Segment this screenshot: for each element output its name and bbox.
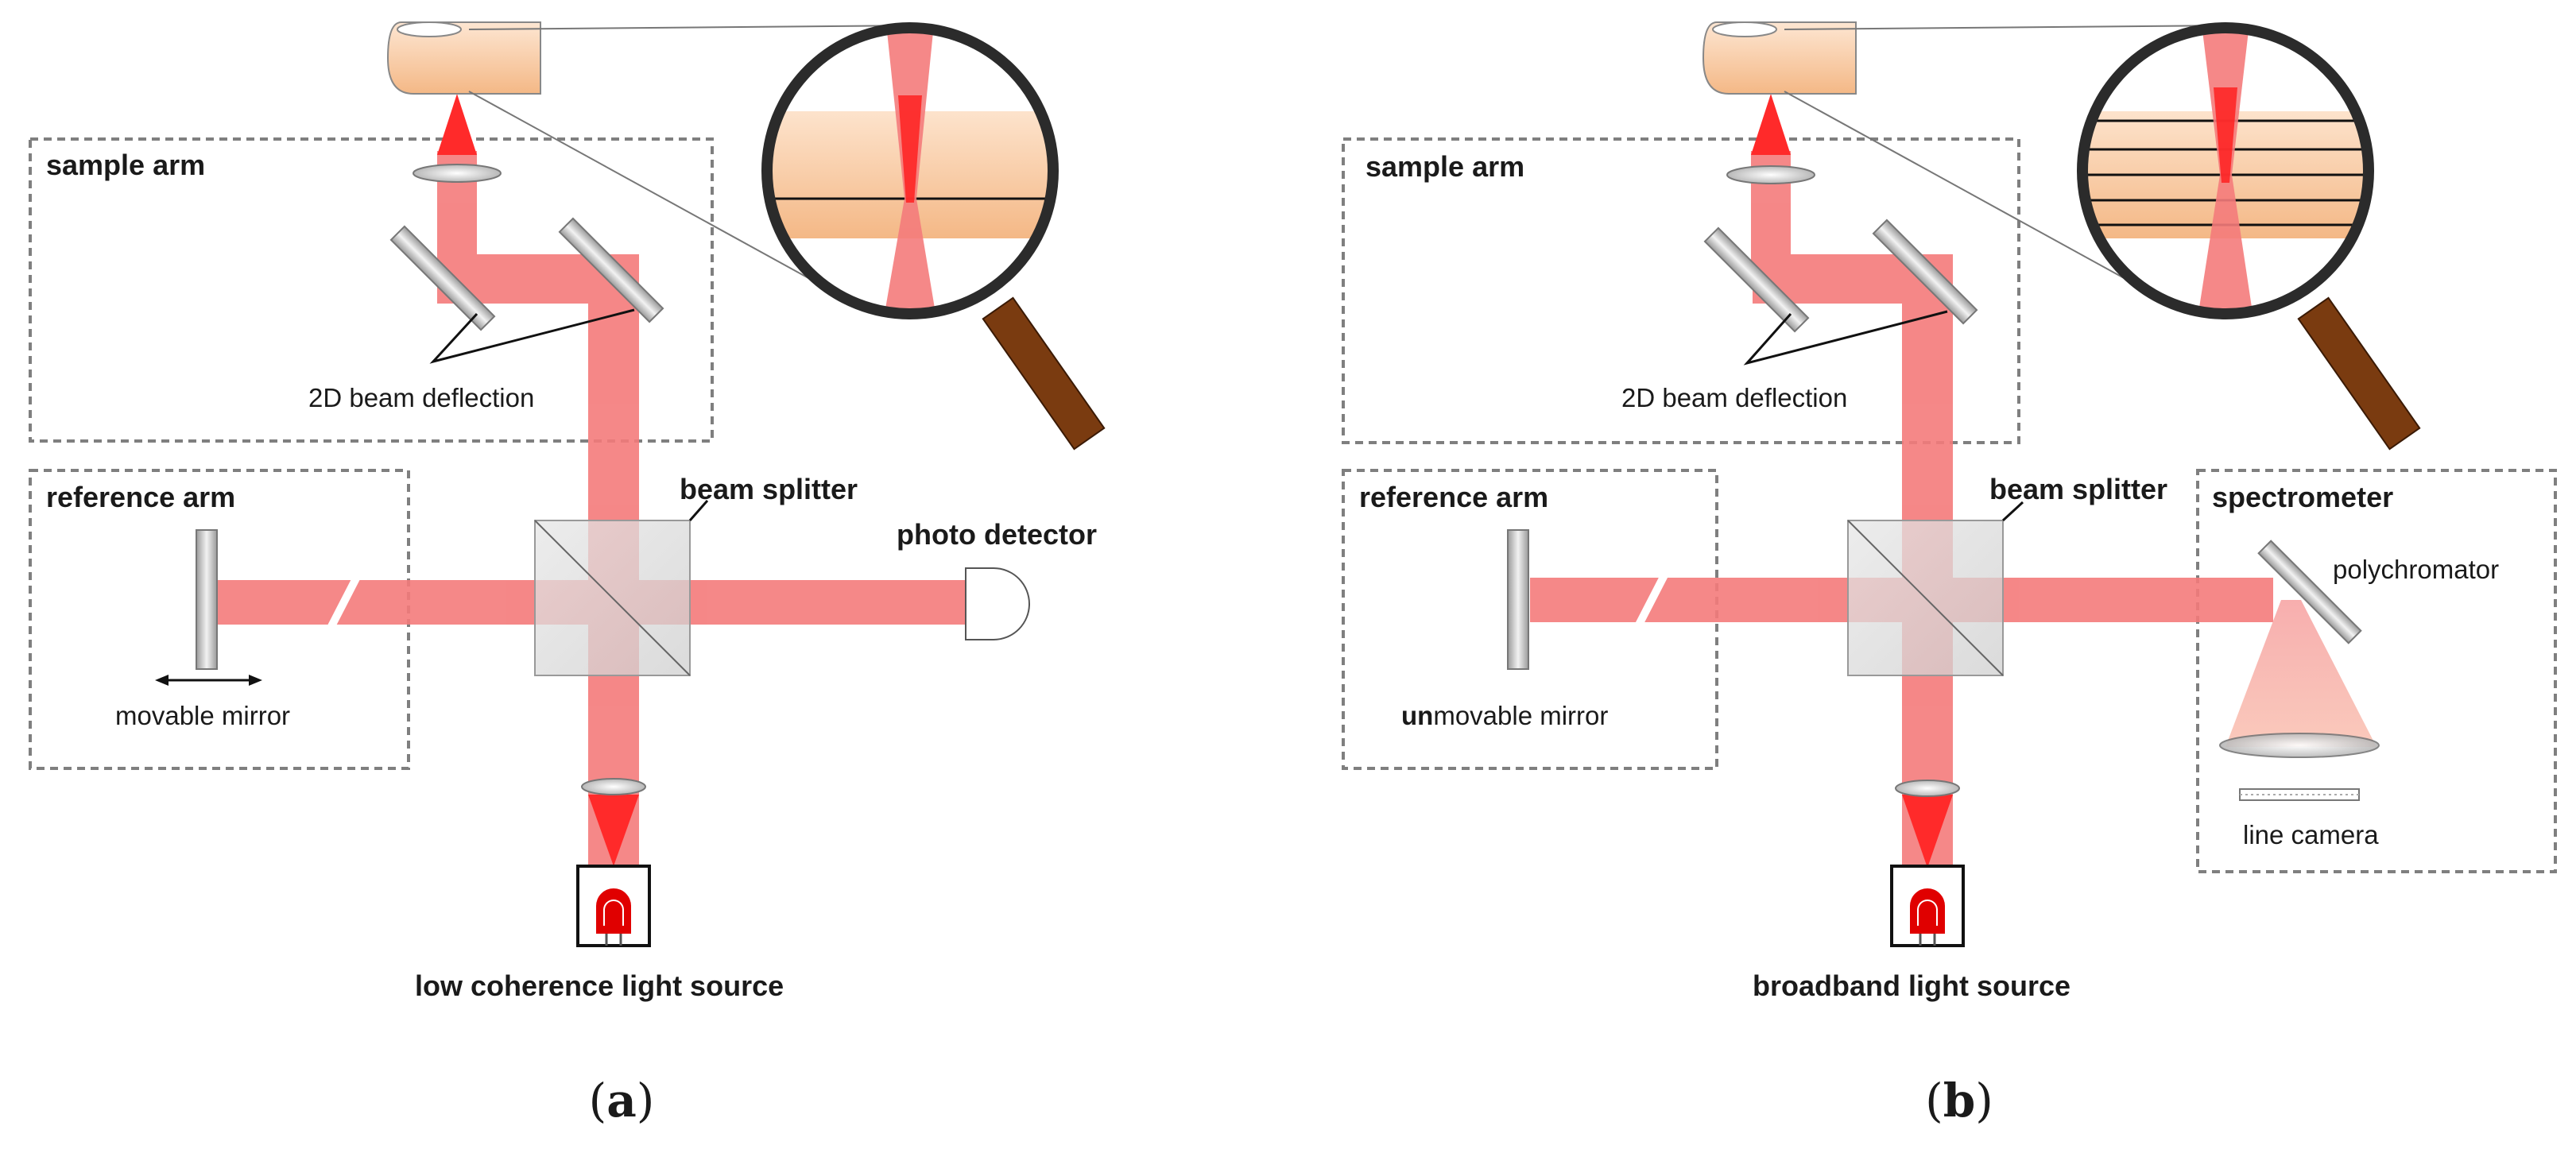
sample-arm-box-b — [1342, 137, 2020, 444]
spectrometer-box — [2196, 469, 2557, 873]
label-movable-mirror: movable mirror — [115, 701, 290, 730]
label-sample-arm-b: sample arm — [1365, 150, 1524, 183]
light-source-b — [1890, 865, 1965, 947]
label-photo-detector: photo detector — [897, 518, 1097, 551]
focus-beam-top-b — [1751, 94, 1791, 155]
galvo-mirror-1 — [389, 225, 496, 331]
caption-a: (a) — [589, 1074, 655, 1128]
finger-sample-b — [1702, 21, 1857, 95]
panel-a: sample arm 2D beam deflection reference … — [29, 21, 1106, 1128]
reference-mirror — [196, 529, 218, 670]
reference-arm-box-b — [1342, 469, 1718, 770]
sample-lens-b — [1726, 165, 1815, 184]
focus-beam-bottom-b — [1902, 795, 1953, 868]
sample-arm-box — [29, 137, 714, 443]
polychromator-grating — [2257, 540, 2362, 644]
label-spectrometer: spectrometer — [2212, 481, 2393, 513]
panel-b: sample arm 2D beam deflection reference … — [1342, 21, 2557, 1128]
beam-splitter-cube — [534, 500, 709, 676]
source-lens-b — [1895, 780, 1960, 797]
camera-lens — [2219, 733, 2380, 758]
label-line-camera: line camera — [2243, 820, 2379, 849]
beam-splitter-cube-b — [1847, 501, 2024, 676]
focus-beam-top — [437, 94, 477, 155]
label-reference-arm: reference arm — [46, 481, 235, 513]
label-reference-arm-b: reference arm — [1359, 481, 1548, 513]
focus-beam-bottom — [588, 795, 639, 866]
label-beam-splitter: beam splitter — [680, 473, 858, 505]
label-beam-splitter-b: beam splitter — [1989, 473, 2167, 505]
spectral-fan — [2225, 600, 2377, 747]
finger-sample — [386, 21, 541, 95]
source-lens — [581, 778, 646, 795]
label-beam-deflection-b: 2D beam deflection — [1621, 383, 1847, 412]
line-camera — [2239, 788, 2360, 801]
magnifier-b — [1784, 22, 2421, 451]
sample-lens — [413, 164, 502, 183]
label-beam-deflection: 2D beam deflection — [308, 383, 534, 412]
photo-detector — [965, 567, 1030, 640]
galvo-mirror-b2 — [1872, 219, 1978, 325]
label-unmovable-mirror: unmovable mirror — [1401, 701, 1608, 730]
label-light-source: low coherence light source — [415, 969, 784, 1002]
reference-mirror-b — [1507, 529, 1529, 670]
light-source-a — [576, 865, 651, 947]
galvo-mirror-2 — [558, 217, 664, 323]
galvo-mirror-b1 — [1703, 226, 1810, 333]
caption-b: (b) — [1925, 1074, 1993, 1128]
magnifier-a — [468, 22, 1106, 451]
label-light-source-b: broadband light source — [1753, 969, 2070, 1002]
label-polychromator: polychromator — [2333, 555, 2499, 584]
label-sample-arm: sample arm — [46, 149, 205, 181]
